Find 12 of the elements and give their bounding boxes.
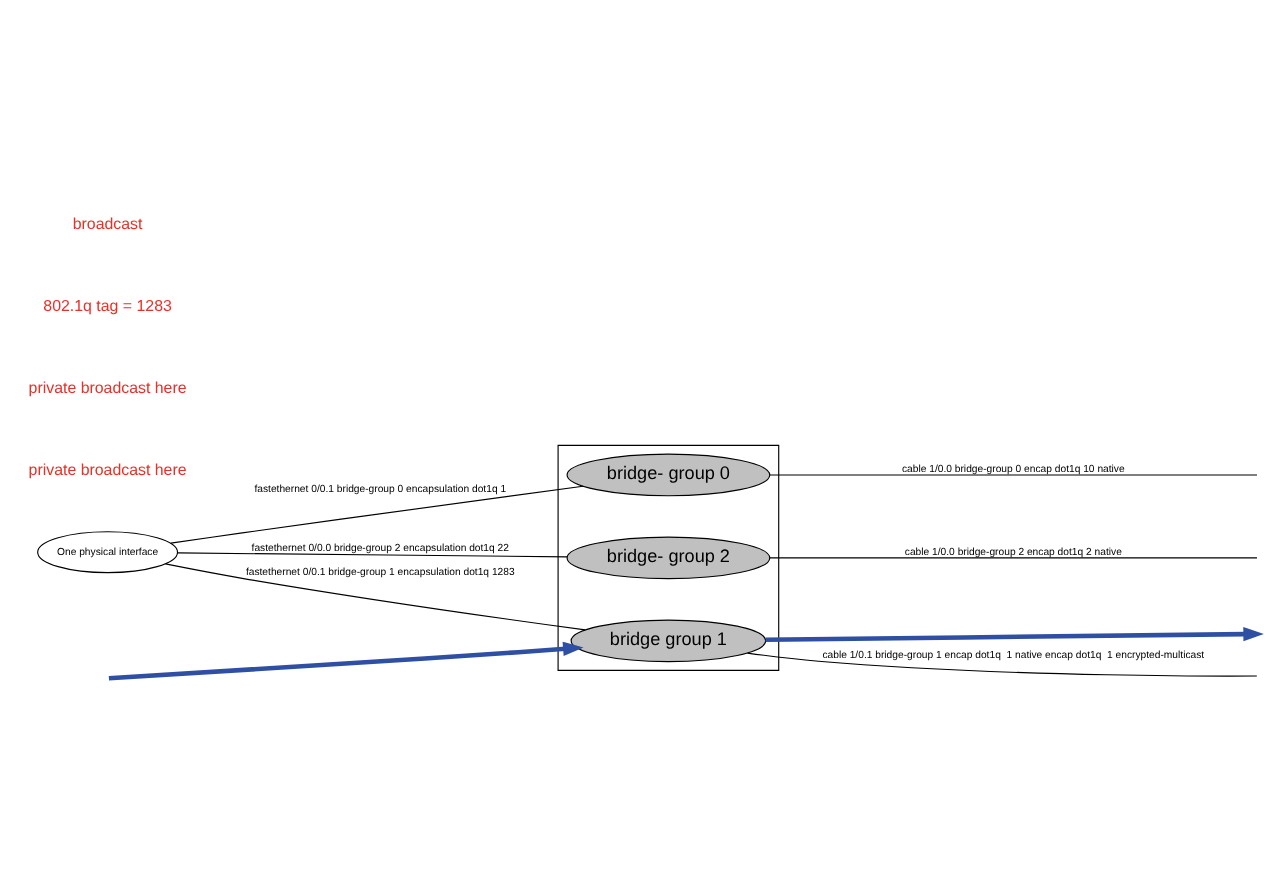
node-ellipse: bridge- group 2: [566, 536, 771, 580]
connector: [170, 485, 584, 544]
connector: [769, 474, 1258, 476]
connector: [177, 552, 568, 558]
arrow: [765, 627, 1264, 642]
node-ellipse: bridge group 1: [570, 619, 767, 663]
connector: [746, 652, 1258, 677]
cluster: [557, 444, 780, 671]
connector: [164, 563, 586, 631]
node-ellipse: bridge- group 0: [566, 453, 771, 497]
connector: [769, 557, 1258, 559]
arrow: [108, 641, 584, 681]
